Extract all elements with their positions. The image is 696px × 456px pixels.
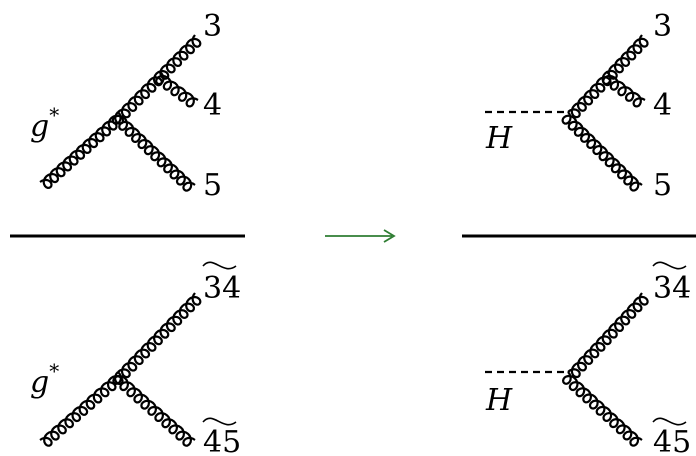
label-34-right: 34 <box>653 271 691 306</box>
label-45: 45 <box>203 425 241 456</box>
higgs-label-reduced: H <box>485 383 513 418</box>
gluon-outgoing-34 <box>117 292 202 379</box>
label-5-right: 5 <box>653 168 672 203</box>
gluon-outgoing-3 <box>117 34 202 119</box>
label-3-right: 3 <box>653 9 672 44</box>
label-3: 3 <box>203 9 222 44</box>
gluon-outgoing-45-right <box>561 371 643 447</box>
gluon-outgoing-5-right <box>561 111 643 192</box>
label-45-right: 45 <box>653 425 691 456</box>
gluon-outgoing-3-right <box>567 34 649 119</box>
tilde-34-right <box>652 261 687 270</box>
right-numerator-diagram: H 3 4 5 <box>485 9 672 203</box>
left-denominator-diagram: g* 34 45 <box>30 261 241 456</box>
arrow-head <box>383 229 396 243</box>
gstar-label: g* <box>30 103 59 144</box>
label-4-right: 4 <box>653 88 672 123</box>
tilde-45 <box>202 417 237 426</box>
higgs-label: H <box>485 121 513 156</box>
gstar-label-reduced: g* <box>30 359 59 400</box>
label-34: 34 <box>203 271 241 306</box>
right-denominator-diagram: H 34 45 <box>485 261 691 456</box>
left-numerator-diagram: g* 3 4 5 <box>30 9 222 203</box>
tilde-45-right <box>652 417 687 426</box>
gluon-incoming-gstar <box>39 111 125 190</box>
tilde-34 <box>202 261 237 270</box>
label-4: 4 <box>203 88 222 123</box>
mapping-arrow <box>325 229 396 243</box>
gluon-outgoing-5 <box>111 111 196 192</box>
gluon-outgoing-45 <box>112 371 196 447</box>
gluon-outgoing-4-right <box>602 71 646 108</box>
gluon-outgoing-34-right <box>567 292 649 379</box>
gluon-incoming-gstar-reduced <box>39 371 124 447</box>
gluon-outgoing-4 <box>155 71 199 108</box>
label-5: 5 <box>203 168 222 203</box>
